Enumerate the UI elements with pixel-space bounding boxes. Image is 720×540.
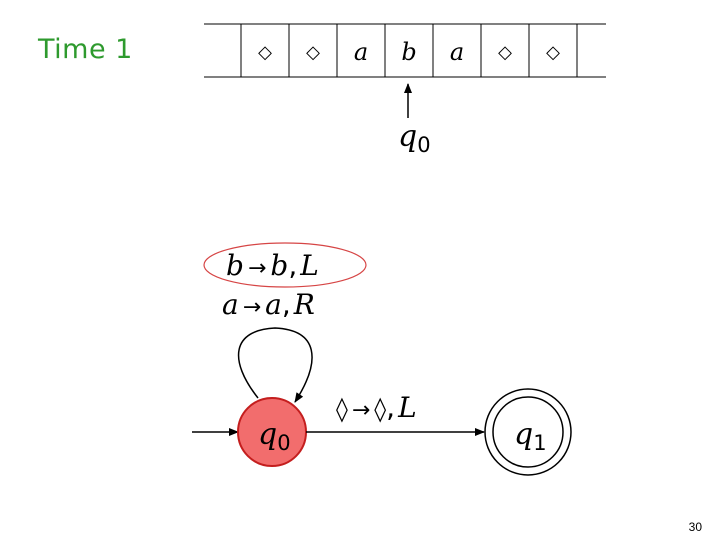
state-q0-label: q0 (258, 417, 291, 455)
state-q1-inner-circle (492, 396, 564, 468)
tape-cell-symbol: ◇ (258, 42, 272, 63)
tape-cell-symbol: b (401, 38, 416, 66)
loop-transition-labels: b→b,L a→a,R (203, 242, 367, 321)
transition-b-to-b-L: b→b,L (226, 249, 319, 282)
page-number: 30 (688, 520, 702, 534)
tape-cell-symbol: a (354, 38, 368, 66)
slide-title: Time 1 (38, 34, 133, 65)
head-state-label: q0 (398, 119, 431, 157)
self-loop-edge (237, 327, 313, 403)
tape-head: q0 (398, 83, 431, 157)
tape-cell-symbol: ◇ (546, 42, 560, 63)
highlight-ellipse (203, 242, 367, 288)
tape-cell-symbol: ◇ (498, 42, 512, 63)
state-q0: q0 (237, 397, 307, 467)
tape: ◇ ◇ a b a ◇ ◇ (204, 23, 606, 78)
state-q1: q1 (484, 388, 572, 476)
tape-cell-symbol: ◇ (306, 42, 320, 63)
state-q1-outer-circle (484, 388, 572, 476)
state-q1-label: q1 (514, 417, 547, 455)
transition-a-to-a-R: a→a,R (222, 288, 315, 321)
edge-q0-q1-label: ◊→◊,L (336, 391, 417, 424)
tape-cell-symbol: a (450, 38, 464, 66)
